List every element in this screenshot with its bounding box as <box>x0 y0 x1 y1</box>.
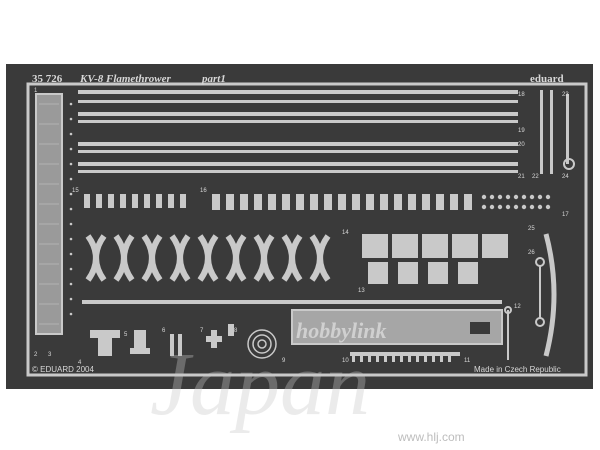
part-number: 12 <box>514 304 521 310</box>
part-number: 20 <box>518 142 525 148</box>
watermark-overlay: hobbylink <box>296 318 387 343</box>
part-number: 8 <box>234 328 238 334</box>
mesh-strip <box>35 93 63 335</box>
mesh-pattern <box>39 103 59 325</box>
brand-logo: eduard <box>530 73 564 85</box>
bottom-parts <box>90 324 234 356</box>
left-dots <box>69 102 73 316</box>
small-parts-row <box>84 194 472 210</box>
copyright-text: © EDUARD 2004 <box>32 365 94 374</box>
part-number: 15 <box>72 188 79 194</box>
part-number: 7 <box>200 328 204 334</box>
part-number: 17 <box>562 212 569 218</box>
box-parts <box>362 234 508 284</box>
part-number: 11 <box>464 358 471 364</box>
product-code: 35 726 <box>32 73 63 85</box>
plate-part <box>291 309 503 345</box>
watermark-japan: Japan <box>150 335 370 434</box>
origin-text: Made in Czech Republic <box>474 365 561 374</box>
hinge-bits <box>535 257 545 327</box>
part-number: 1 <box>34 88 38 94</box>
rivet-cluster <box>481 194 551 210</box>
part-number-labels: 1 2 3 4 5 6 7 8 9 10 11 12 13 14 15 16 1… <box>34 88 569 366</box>
part-number: 16 <box>200 188 207 194</box>
fret-title: KV-8 Flamethrower <box>79 73 171 85</box>
part-number: 19 <box>518 128 525 134</box>
part-number: 9 <box>282 358 286 364</box>
part-number: 26 <box>528 250 535 256</box>
part-number: 6 <box>162 328 166 334</box>
fret-frame <box>26 82 588 377</box>
rails <box>78 90 518 173</box>
part-number: 4 <box>78 360 82 366</box>
part-number: 23 <box>562 92 569 98</box>
part-number: 21 <box>518 174 525 180</box>
fret-artwork: 35 726 KV-8 Flamethrower part1 eduard <box>26 73 588 377</box>
part-number: 5 <box>124 332 128 338</box>
long-bar <box>82 300 502 304</box>
curved-parts-b <box>93 234 331 282</box>
part-number: 22 <box>532 174 539 180</box>
part-number: 2 <box>34 352 38 358</box>
part-number: 10 <box>342 358 349 364</box>
right-rods <box>540 90 575 174</box>
part-number: 25 <box>528 226 535 232</box>
watermark-url: www.hlj.com <box>398 430 465 444</box>
etch-fret: 35 726 KV-8 Flamethrower part1 eduard <box>6 64 593 389</box>
part-number: 14 <box>342 230 349 236</box>
part-number: 3 <box>48 352 52 358</box>
round-grille <box>247 329 277 359</box>
part-number: 18 <box>518 92 525 98</box>
antenna-bits <box>504 306 512 360</box>
fret-part: part1 <box>201 73 226 85</box>
comb-part <box>350 352 460 362</box>
tall-arc-strip <box>543 233 557 357</box>
plate-window <box>470 322 490 334</box>
part-number: 24 <box>562 174 569 180</box>
part-number: 13 <box>358 288 365 294</box>
